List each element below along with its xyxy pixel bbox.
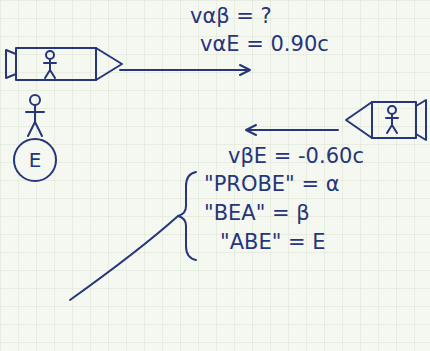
equation-label: vβE = -0.60c bbox=[228, 144, 364, 169]
earth-circle: E bbox=[13, 138, 57, 182]
equation-label: vαβ = ? bbox=[190, 4, 272, 29]
rocket-beta bbox=[346, 100, 426, 140]
stick-figure bbox=[26, 95, 44, 136]
rocket-alpha bbox=[6, 48, 122, 80]
brace-tail bbox=[70, 216, 178, 300]
velocity-arrow bbox=[120, 65, 250, 75]
node-text: E bbox=[29, 150, 42, 170]
equation-label: vαE = 0.90c bbox=[200, 32, 329, 57]
curly-brace bbox=[178, 172, 196, 260]
equation-label: "PROBE" = α bbox=[204, 172, 340, 197]
velocity-arrow bbox=[246, 125, 338, 135]
equation-label: "ABE" = E bbox=[220, 230, 326, 255]
equation-label: "BEA" = β bbox=[204, 201, 310, 226]
